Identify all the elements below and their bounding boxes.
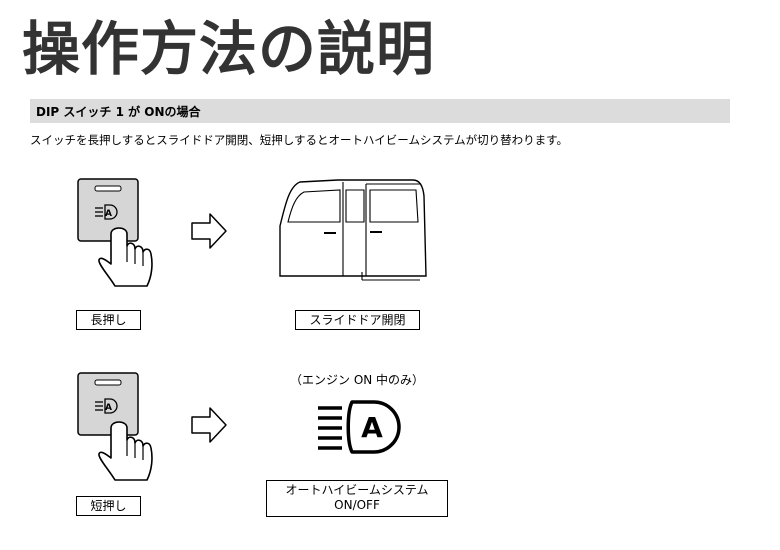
short-press-switch-illustration: A: [77, 372, 153, 481]
switch-body: [77, 372, 139, 436]
slide-door-label: スライドドア開閉: [295, 310, 420, 330]
auto-high-beam-label-line2: ON/OFF: [334, 498, 380, 512]
long-press-switch-illustration: A: [77, 178, 153, 287]
switch-headlamp-icon: A: [95, 204, 118, 220]
pointing-hand-icon: [98, 227, 153, 287]
svg-text:A: A: [105, 403, 112, 413]
sliding-door-window: [369, 189, 419, 223]
section-heading-bar: DIP スイッチ 1 が ONの場合: [30, 99, 730, 123]
sliding-door-car-illustration: [279, 179, 427, 281]
description-text: スイッチを長押しするとスライドドア開閉、短押しするとオートハイビームシステムが切…: [30, 133, 568, 147]
front-window: [287, 189, 341, 223]
short-press-label: 短押し: [76, 496, 141, 516]
switch-indicator: [94, 185, 122, 192]
auto-high-beam-label-line1: オートハイビームシステム: [285, 483, 429, 497]
svg-text:A: A: [105, 209, 112, 219]
switch-indicator: [94, 379, 122, 386]
right-arrow-icon: [191, 213, 227, 249]
engine-on-note: （エンジン ON 中のみ）: [290, 373, 425, 387]
right-arrow-icon: [191, 407, 227, 443]
section-heading: DIP スイッチ 1 が ONの場合: [36, 105, 201, 119]
switch-body: [77, 178, 139, 242]
middle-window: [345, 189, 365, 223]
auto-high-beam-label: オートハイビームシステム ON/OFF: [266, 480, 448, 517]
auto-high-beam-icon: A: [318, 400, 401, 454]
long-press-label: 長押し: [76, 310, 141, 330]
pointing-hand-icon: [98, 421, 153, 481]
switch-headlamp-icon: A: [95, 398, 118, 414]
svg-text:A: A: [361, 411, 383, 444]
page-title: 操作方法の説明: [22, 15, 436, 83]
